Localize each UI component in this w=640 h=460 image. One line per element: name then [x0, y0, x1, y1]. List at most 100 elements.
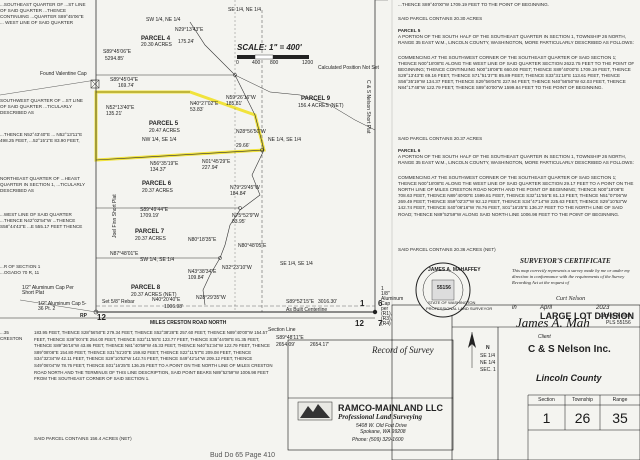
corner-num-1: 1 — [360, 299, 365, 308]
scale-tick-800: 800 — [270, 60, 279, 66]
cert-year: 2023 — [596, 305, 610, 311]
found-cap-label: Found Valentine Cap — [40, 71, 87, 77]
township-value: 26 — [574, 409, 591, 426]
bearing-label: N80°18'35"E — [188, 237, 217, 243]
cert-license-no: PLS 55156 — [606, 320, 631, 326]
right-parcel-5-body: A PORTION OF THE SOUTH HALF OF THE SOUTH… — [398, 34, 634, 46]
bearing-label: N40°27'02"E — [190, 101, 219, 107]
bearing-label: N56°35'19"E — [150, 161, 179, 167]
bearing-label: N43°38'34"E — [188, 269, 217, 275]
aluminum-cap-note: 1 1/8" Aluminum Cap per (R1),(R3),(R4) — [381, 286, 404, 327]
bearing-label: 135.21' — [106, 111, 123, 117]
bearing-label: N40°20'40"E — [152, 297, 181, 303]
parcel-9-area: 156.4 ACRES (NET) — [298, 103, 344, 109]
company-phone: Phone: (509) 329-1600 — [352, 437, 404, 443]
pin-note: 1/2" Aluminum Cap Per Short Plat — [22, 285, 74, 296]
corner-num-12-right: 12 — [355, 319, 364, 328]
bearing-label: N28°56'50"W — [236, 129, 266, 135]
quarter-label-se-se: SE 1/4, SE 1/4 — [280, 261, 313, 267]
bearing-label: 169.74' — [118, 83, 135, 89]
quarter-label-sw-se: SW 1/4, SE 1/4 — [140, 257, 175, 263]
right-top-fragment: ...THENCE S89°40'00"W 1709.19 FEET TO TH… — [398, 2, 549, 7]
col-head-township: Township — [572, 397, 593, 403]
parcel-5-label: PARCEL 5 — [149, 121, 179, 127]
left-creston: ...35 CRESTON — [0, 330, 23, 342]
right-parcel-6-body2: COMMENCING AT THE SOUTHWEST CORNER OF TH… — [398, 175, 634, 217]
left-text-mid1: SOUTHWEST QUARTER OF ...ST LINE OF SAID … — [0, 98, 83, 116]
bearing-label: 3016.30' — [318, 299, 338, 305]
client-name: C & S Nelson Inc. — [528, 344, 611, 355]
section-value: 1 — [542, 409, 551, 426]
parcel-5-area: 20.47 ACRES — [149, 128, 180, 134]
bearing-label: N28°29'35"W — [196, 295, 226, 301]
right-p5-contains: SAID PARCEL CONTAINS 20.37 ACRES — [398, 136, 483, 141]
bearing-label: S89°45'04"E — [110, 77, 139, 83]
road-label: MILES CRESTON ROAD NORTH — [150, 320, 227, 326]
bearing-label: 5294.85' — [105, 56, 125, 62]
seal-bottom-text: PROFESSIONAL LAND SURVEYOR — [426, 306, 493, 311]
scale-tick-1200: 1200 — [302, 60, 314, 66]
seal-number: 55156 — [437, 285, 451, 291]
short-plat-label: Joel Finn Short Plat — [112, 194, 118, 238]
bearing-label: N87°48'01"E — [110, 251, 139, 257]
seal-top-text: JAMES A. MAHAFFEY — [428, 267, 481, 273]
bearing-label: 134.37' — [150, 167, 167, 173]
bearing-label: S89°49'44"E — [140, 207, 169, 213]
company-address-2: Spokane, WA 99208 — [360, 429, 406, 435]
bearing-label: 29.66' — [236, 143, 250, 149]
record-of-survey: Record of Survey — [372, 345, 434, 355]
parcel-4-label: PARCEL 4 — [141, 36, 171, 42]
left-text-top: ...SOUTHEAST QUARTER OF ...ST LINE OF SA… — [0, 2, 86, 26]
right-parcel-6-head: PARCEL 6 — [398, 148, 421, 153]
bearing-label: 175.24' — [178, 39, 195, 45]
client-label: Client — [538, 334, 551, 340]
bearing-label: 109.84' — [188, 275, 205, 281]
parcel-8-label: PARCEL 8 — [131, 285, 161, 291]
right-parcel-5-body2: COMMENCING AT THE SOUTHWEST CORNER OF TH… — [398, 55, 635, 91]
cn-short-plat-label: C & S Nelson Short Plat — [365, 80, 371, 134]
bearing-label: S89°48'11"E — [276, 335, 304, 341]
left-section-note: ...r of Section 1 ...ogado 70 R, 11 — [0, 264, 41, 276]
bearing-label: S89°45'06"E — [103, 49, 132, 55]
bearing-label: 185.81' — [226, 101, 243, 107]
bearing-label: 1709.19' — [140, 213, 160, 219]
parcel-4-area: 20.30 ACRES — [141, 42, 172, 48]
scale-tick-0: 0 — [236, 60, 239, 66]
bearing-label: N01°45'29"E — [202, 159, 231, 165]
large-lot-title: LARGE LOT DIVISION — [540, 311, 635, 321]
corner-num-7: 7 — [378, 319, 383, 328]
bearing-label: N80°48'05"E — [238, 243, 267, 249]
bottom-contains: SAID PARCEL CONTAINS 156.4 ACRES (NET) — [34, 436, 132, 441]
bearing-label: 2654.09' — [276, 342, 296, 348]
right-parcel-6-body: A PORTION OF THE SOUTH HALF OF THE SOUTH… — [398, 154, 634, 166]
scale-label: SCALE: 1" = 400' — [237, 43, 302, 52]
bottom-description: 183.95 FEET, THENCE S28°56'50"E 279.34 F… — [34, 330, 273, 382]
quarter-label-sw-ne: SW 1/4, NE 1/4 — [146, 17, 181, 23]
quarter-label-se-ne: SE 1/4, NE 1/4 — [228, 7, 262, 13]
county-name: Lincoln County — [536, 373, 602, 383]
north-n: N — [486, 345, 490, 351]
section-line-label: Section Line — [268, 327, 296, 333]
seal-state-text: STATE OF WASHINGTON — [428, 300, 476, 305]
range-value: 35 — [612, 409, 628, 426]
left-text-mid3: NORTHEAST QUARTER OF ...HEAST QUARTER IN… — [0, 176, 86, 194]
company-address-1: 5408 W. Old Fort Drive — [356, 423, 407, 429]
pin-note: 1/2" Aluminum Cap 5-36 Pt. 2 — [38, 301, 87, 312]
bearing-label: 83.95' — [232, 219, 246, 225]
cert-heading: SURVEYOR'S CERTIFICATE — [520, 257, 611, 265]
corner-num-12-left: 12 — [97, 313, 106, 322]
bottom-cut-text: Bud Do 65 Page 410 — [210, 452, 275, 459]
bearing-label: N52°13'40"E — [106, 105, 135, 111]
bearing-label: N75°52'9"W — [232, 213, 259, 219]
corner-num-6: 6 — [378, 299, 383, 308]
bearing-label: 227.94' — [202, 165, 219, 171]
cert-signature: James A. Mah — [516, 315, 590, 330]
quarter-label-ne-se: NE 1/4, SE 1/4 — [268, 137, 302, 143]
bearing-label: 1006.98' — [164, 304, 184, 310]
cert-month: April — [540, 305, 553, 311]
right-parcel-5-head: PARCEL 5 — [398, 28, 421, 33]
rp-label: RP — [80, 313, 87, 319]
parcel-7-area: 20.37 ACRES — [135, 236, 166, 242]
